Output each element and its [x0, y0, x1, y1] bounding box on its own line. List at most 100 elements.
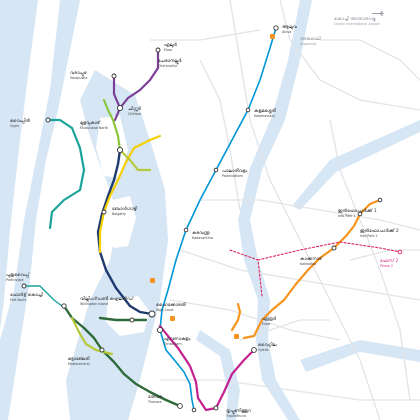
label-infopark1: ഇൻഫോപാർക്ക് 1 Info Park 1: [338, 208, 377, 218]
svg-text:ബോൾഗാട്ടി: ബോൾഗാട്ടി: [112, 206, 137, 212]
svg-text:അങ്കമാലി: അങ്കമാലി: [300, 36, 321, 42]
svg-text:Phase 2: Phase 2: [380, 264, 393, 268]
svg-text:Puthuvype: Puthuvype: [6, 278, 24, 282]
label-kadavanthra: കടവന്ത്ര Kadavanthra: [192, 231, 213, 240]
svg-text:Angamaly: Angamaly: [300, 42, 317, 46]
labels-layer: കൊച്ചി അന്താരാഷ്ട്ര Cochin International…: [6, 16, 399, 418]
label-airport: കൊച്ചി അന്താരാഷ്ട്ര Cochin International…: [334, 16, 380, 26]
station-vypin[interactable]: [45, 117, 51, 123]
svg-text:വരാപ്പുഴ: വരാപ്പുഴ: [70, 71, 87, 78]
line-darkgreen-2: [98, 316, 148, 322]
svg-text:ഏരൂർ: ഏരൂർ: [262, 316, 277, 322]
label-aluva: ആലുവ Aluva: [282, 25, 298, 34]
svg-text:ചിറ്റൂർ: ചിറ്റൂർ: [128, 106, 142, 112]
station-infopark2[interactable]: [377, 197, 383, 203]
svg-text:Mattancherry: Mattancherry: [68, 362, 90, 366]
label-vypin: വൈപ്പിൻ Vypin: [10, 118, 30, 128]
station-infopark1[interactable]: [357, 211, 363, 217]
interchange-icon-south: [170, 316, 175, 321]
station-mattancherry[interactable]: [99, 347, 105, 353]
svg-text:തേവര: തേവര: [148, 395, 163, 400]
label-tripunithura: തൃപ്പൂണിത്തുറ Tripunithura: [225, 408, 252, 418]
road-layer: [150, 0, 420, 420]
island-willingdon: [106, 296, 150, 336]
svg-text:വൈറ്റില: വൈറ്റില: [258, 342, 277, 348]
station-kalamassery[interactable]: [245, 107, 251, 113]
line-green: [102, 98, 122, 152]
svg-text:Vypin: Vypin: [10, 124, 19, 128]
svg-text:Ernakulam: Ernakulam: [164, 342, 182, 346]
svg-text:കളമശ്ശേരി: കളമശ്ശേരി: [254, 108, 276, 115]
station-bolgatty[interactable]: [101, 209, 107, 215]
label-willingdon: വില്ലിംഗ്ഡൺ ഐലൻഡ് Willingdon Island: [80, 296, 134, 306]
river-east: [238, 0, 312, 420]
station-edayar[interactable]: [155, 47, 161, 53]
svg-text:ആലുവ: ആലുവ: [282, 25, 298, 30]
station-ernakulam[interactable]: [156, 326, 164, 334]
station-puthuvype[interactable]: [21, 283, 27, 289]
svg-text:Varapuzha: Varapuzha: [70, 76, 87, 80]
label-phase2: ഫേസ് 2 Phase 2: [380, 258, 398, 268]
line-olive: [118, 148, 152, 172]
svg-text:വില്ലിംഗ്ഡൺ ഐലൻഡ്: വില്ലിംഗ്ഡൺ ഐലൻഡ്: [80, 296, 134, 303]
svg-text:Eroor: Eroor: [262, 322, 271, 326]
label-fort-kochi: ഫോർട്ട് കൊച്ചി Fort Kochi: [10, 292, 43, 302]
station-chittoor[interactable]: [116, 104, 124, 112]
line-metro-blue: [159, 27, 277, 411]
svg-text:Cochin International Airport: Cochin International Airport: [334, 22, 380, 26]
station-palarivattom[interactable]: [213, 167, 219, 173]
line-orange-branch: [230, 302, 242, 332]
river-southeast: [300, 340, 420, 372]
svg-text:ഫോർട്ട് കൊച്ചി: ഫോർട്ട് കൊച്ചി: [10, 292, 43, 298]
station-kakkanad[interactable]: [331, 245, 337, 251]
svg-text:Cheranallur: Cheranallur: [158, 64, 178, 68]
label-ernakulam: എറണാകുളം Ernakulam: [164, 337, 191, 346]
svg-text:ചേരാനല്ലൂർ: ചേരാനല്ലൂർ: [158, 58, 182, 66]
station-mulavukad[interactable]: [116, 146, 124, 154]
line-teal-vypin: [23, 285, 63, 307]
creek-south: [196, 330, 240, 420]
station-eroor[interactable]: [213, 405, 219, 411]
svg-text:Info Park 1: Info Park 1: [338, 214, 356, 218]
svg-text:കാക്കനാട്: കാക്കനാട്: [300, 256, 322, 262]
svg-text:Palarivattom: Palarivattom: [222, 174, 243, 178]
island-mulavukad: [96, 116, 128, 178]
label-palarivattom: പാലാരിവട്ടം Palarivattom: [222, 168, 247, 178]
svg-text:Aluva: Aluva: [282, 30, 291, 34]
label-vyttila: വൈറ്റില Vyttila: [258, 342, 277, 352]
svg-text:Eloor: Eloor: [164, 48, 173, 52]
svg-text:Fort Kochi: Fort Kochi: [10, 298, 26, 302]
station-thevara[interactable]: [177, 403, 183, 409]
svg-text:കടവന്ത്ര: കടവന്ത്ര: [192, 231, 210, 236]
river-northeast: [292, 120, 420, 210]
station-vyttila[interactable]: [251, 347, 257, 353]
station-aluva[interactable]: [273, 25, 279, 31]
svg-text:Kalamassery: Kalamassery: [254, 114, 275, 118]
station-willingdon[interactable]: [129, 317, 135, 323]
interchange-icon-east: [234, 334, 239, 339]
interchange-icon-central: [150, 278, 155, 283]
station-tripunithura[interactable]: [191, 407, 197, 413]
line-yellow: [98, 134, 162, 254]
label-edayar: ഏലൂർ Eloor: [164, 42, 178, 52]
label-eroor: ഏരൂർ Eroor: [262, 316, 277, 326]
label-infopark2: ഇൻഫോപാർക്ക് 2 Info Park 2: [360, 228, 399, 238]
label-chittoor: ചിറ്റൂർ Chittoor: [128, 106, 142, 116]
svg-text:ഫേസ് 2: ഫേസ് 2: [380, 258, 398, 264]
label-high-court: ഹൈക്കോടതി High Court: [156, 302, 186, 312]
station-varapuzha[interactable]: [111, 73, 117, 79]
svg-text:എറണാകുളം: എറണാകുളം: [164, 337, 191, 342]
svg-text:Willingdon Island: Willingdon Island: [80, 302, 108, 306]
svg-text:കൊച്ചി അന്താരാഷ്ട്ര: കൊച്ചി അന്താരാഷ്ട്ര: [334, 16, 376, 23]
line-red-dashed: [229, 241, 401, 297]
svg-text:മട്ടാഞ്ചേരി: മട്ടാഞ്ചേരി: [68, 356, 89, 362]
station-fort-kochi[interactable]: [61, 303, 67, 309]
station-high-court[interactable]: [148, 310, 156, 318]
station-phase2[interactable]: [397, 249, 403, 255]
label-kakkanad: കാക്കനാട് Kakkanad: [300, 256, 322, 266]
svg-text:വൈപ്പിൻ: വൈപ്പിൻ: [10, 118, 30, 124]
line-darkgreen: [62, 304, 182, 408]
station-kadavanthra[interactable]: [183, 227, 189, 233]
